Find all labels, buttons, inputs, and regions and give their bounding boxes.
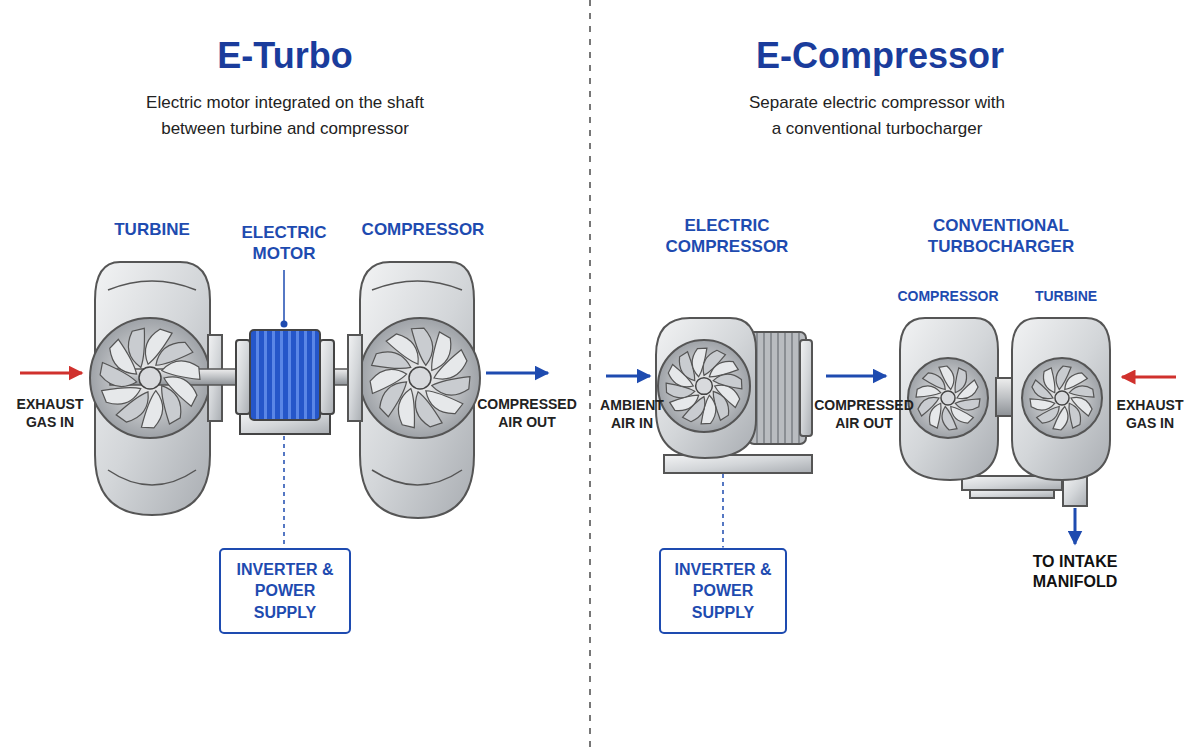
- manifold-arrow: [1074, 508, 1077, 544]
- leader-dot: [281, 321, 288, 328]
- compressor-housing: [348, 262, 480, 518]
- wheel-blade: [162, 361, 200, 380]
- section-subtitle: Electric motor integrated on the shaft b…: [120, 90, 450, 141]
- part-name: ELECTRIC MOTOR: [234, 222, 334, 265]
- wheel-blade: [128, 328, 144, 367]
- wheel-blade: [1069, 386, 1094, 397]
- air-out-arrow: [486, 372, 548, 375]
- power-line: [283, 436, 285, 548]
- wheel-blade: [955, 399, 980, 410]
- wheel-blade: [432, 377, 470, 396]
- wheel-hub: [409, 367, 431, 389]
- wheel-hub: [1055, 391, 1069, 405]
- section-heading: E-Turbo: [217, 33, 352, 78]
- wheel-blade: [1043, 368, 1055, 393]
- flow-label: COMPRESSED AIR OUT: [812, 397, 916, 432]
- flow-label: TO INTAKE MANIFOLD: [1023, 552, 1127, 592]
- inverter-box: INVERTER & POWER SUPPLY: [219, 548, 351, 635]
- turbocharger: [900, 318, 1110, 506]
- electric-compressor: [656, 318, 812, 473]
- wheel-blade: [411, 328, 432, 365]
- power-line: [722, 474, 724, 548]
- exhaust-arrow: [20, 372, 82, 375]
- part-name: COMPRESSOR: [362, 219, 485, 240]
- wheel-blade: [939, 366, 954, 389]
- inverter-box: INVERTER & POWER SUPPLY: [659, 548, 787, 635]
- wheel-blade: [1030, 399, 1055, 410]
- compressed-air-arrow: [826, 375, 886, 378]
- wheel-blade: [955, 368, 967, 393]
- wheel-blade: [1069, 403, 1081, 428]
- part-name: COMPRESSOR: [897, 288, 998, 306]
- wheel-hub: [941, 391, 955, 405]
- part-name: CONVENTIONAL TURBOCHARGER: [926, 215, 1076, 258]
- electric-motor: [236, 330, 334, 434]
- wheel-hub: [139, 367, 161, 389]
- part-name: TURBINE: [1035, 288, 1097, 306]
- wheel-blade: [918, 397, 939, 416]
- leader-line: [283, 270, 285, 322]
- exhaust-arrow: [1122, 376, 1176, 379]
- flow-label: EXHAUST GAS IN: [1109, 397, 1191, 432]
- wheel-blade: [942, 407, 957, 430]
- divider: [589, 0, 591, 752]
- wheel-blade: [370, 369, 406, 393]
- box-text: INVERTER & POWER SUPPLY: [667, 559, 779, 624]
- box-text: INVERTER & POWER SUPPLY: [227, 559, 343, 624]
- section-subtitle: Separate electric compressor with a conv…: [746, 90, 1008, 141]
- wheel-blade: [916, 386, 941, 397]
- ambient-air-arrow: [606, 375, 650, 378]
- part-name: TURBINE: [114, 219, 190, 240]
- wheel-blade: [162, 386, 181, 424]
- wheel-blade: [386, 334, 418, 364]
- section-heading: E-Compressor: [756, 33, 1004, 78]
- wheel-hub: [696, 378, 713, 395]
- wheel-blade: [415, 392, 442, 427]
- wheel-blade: [432, 332, 451, 370]
- flow-label: COMPRESSED AIR OUT: [475, 396, 579, 431]
- flow-label: AMBIENT AIR IN: [590, 397, 674, 432]
- flow-label: EXHAUST GAS IN: [9, 396, 91, 431]
- wheel-blade: [102, 388, 141, 405]
- wheel-blade: [713, 374, 742, 389]
- turbine-housing: [90, 262, 222, 515]
- part-name: ELECTRIC COMPRESSOR: [665, 215, 790, 258]
